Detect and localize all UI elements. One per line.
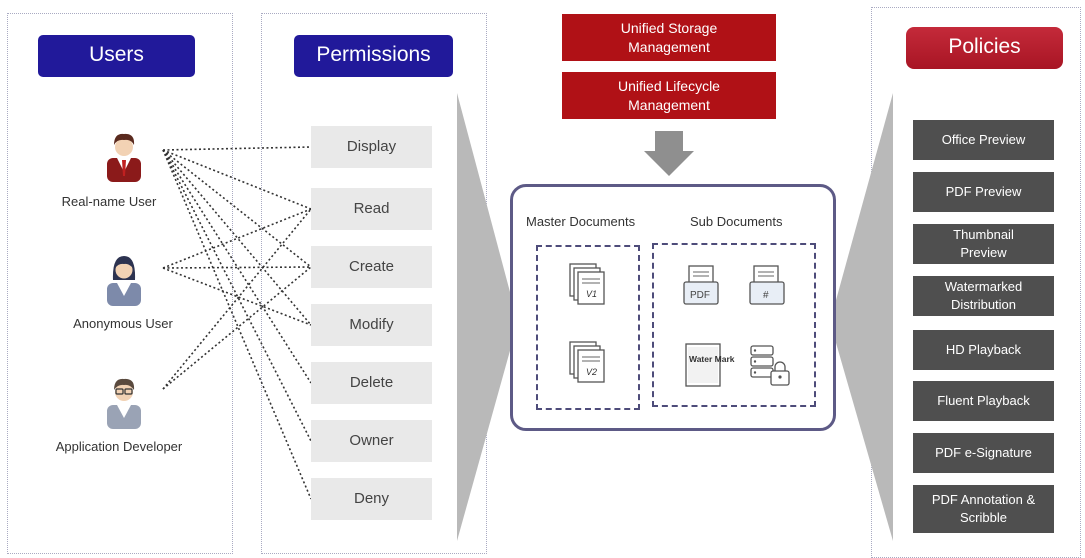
unified-storage-box: Unified Storage Management — [562, 14, 776, 61]
policy-hd-playback: HD Playback — [913, 330, 1054, 370]
hash-document-icon: # — [749, 265, 785, 305]
permission-create: Create — [311, 246, 432, 288]
user-label-real-name: Real-name User — [61, 194, 157, 209]
policy-pdf-preview: PDF Preview — [913, 172, 1054, 212]
policy-watermarked-distribution-label: Watermarked Distribution — [944, 279, 1023, 312]
document-repository — [510, 184, 836, 431]
watermark-mark: Water Mark — [689, 354, 735, 364]
permission-owner: Owner — [311, 420, 432, 462]
left-funnel — [457, 93, 518, 541]
policy-pdf-annotation-label: PDF Annotation & Scribble — [931, 492, 1036, 525]
policy-fluent-playback: Fluent Playback — [913, 381, 1054, 421]
permissions-header: Permissions — [294, 35, 453, 77]
policies-header: Policies — [906, 27, 1063, 69]
user-label-app-developer: Application Developer — [55, 439, 183, 454]
v1-mark: V1 — [586, 289, 597, 299]
master-documents-group — [536, 245, 640, 410]
application-developer-icon — [107, 378, 141, 429]
unified-lifecycle-label: Unified Lifecycle Management — [618, 77, 720, 113]
policy-office-preview: Office Preview — [913, 120, 1054, 160]
policy-watermarked-distribution: Watermarked Distribution — [913, 276, 1054, 316]
sub-documents-group — [652, 243, 816, 407]
anonymous-user-icon — [107, 256, 141, 306]
permission-delete: Delete — [311, 362, 432, 404]
user-label-anonymous: Anonymous User — [73, 316, 173, 331]
v2-mark: V2 — [586, 367, 597, 377]
unified-storage-label: Unified Storage Management — [620, 19, 718, 55]
policy-pdf-annotation: PDF Annotation & Scribble — [913, 485, 1054, 533]
users-header: Users — [38, 35, 195, 77]
real-name-user-icon — [107, 133, 141, 182]
permission-read: Read — [311, 188, 432, 230]
pdf-document-icon: PDF — [683, 265, 719, 305]
lock-server-icon — [750, 345, 790, 386]
sub-documents-label: Sub Documents — [690, 214, 783, 229]
down-arrow — [644, 131, 694, 176]
unified-lifecycle-box: Unified Lifecycle Management — [562, 72, 776, 119]
pdf-mark: PDF — [690, 290, 710, 301]
users-panel — [7, 13, 233, 554]
policy-thumbnail-preview-label: Thumbnail Preview — [953, 227, 1014, 260]
watermark-document-icon: Water Mark — [685, 343, 735, 387]
document-v2-icon: V2 — [569, 341, 605, 383]
permission-deny: Deny — [311, 478, 432, 520]
hash-mark: # — [763, 290, 769, 301]
right-funnel — [830, 93, 893, 541]
master-documents-label: Master Documents — [526, 214, 636, 229]
document-v1-icon: V1 — [569, 263, 605, 305]
policy-pdf-e-signature: PDF e-Signature — [913, 433, 1054, 473]
permission-modify: Modify — [311, 304, 432, 346]
permission-display: Display — [311, 126, 432, 168]
policy-thumbnail-preview: Thumbnail Preview — [913, 224, 1054, 264]
